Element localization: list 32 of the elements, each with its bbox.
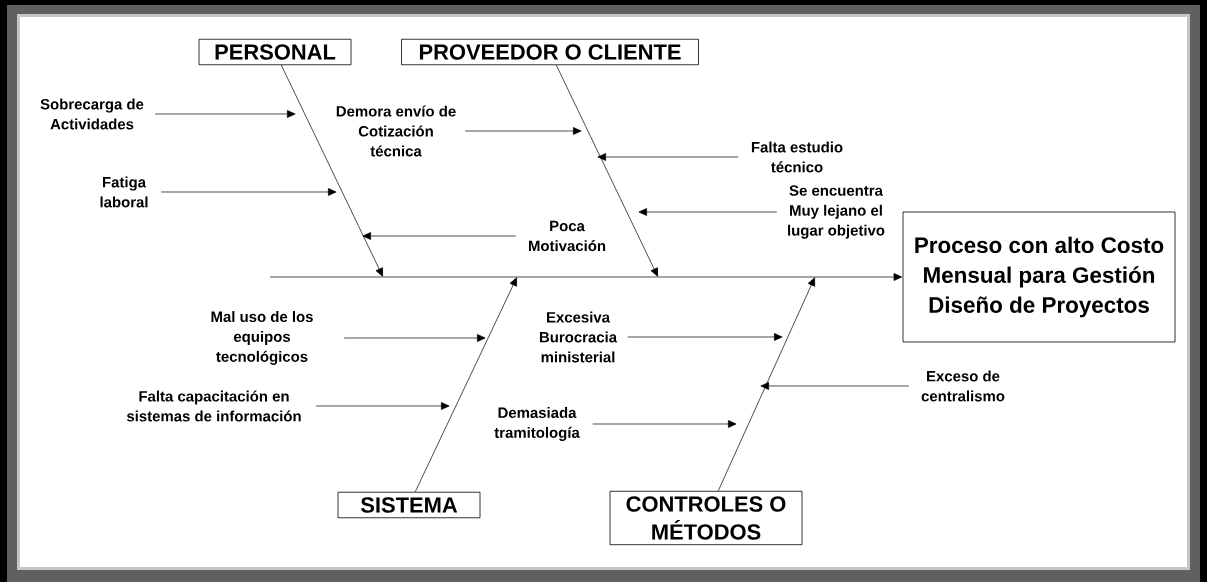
arrow [343, 334, 486, 342]
bone-arrow [280, 64, 383, 277]
category-box: SISTEMA [337, 491, 481, 519]
category-box: PROVEEDOR O CLIENTE [401, 38, 699, 66]
arrow [627, 333, 783, 341]
cause-label: Mal uso de los equipos tecnológicos [211, 311, 313, 365]
arrow [154, 110, 296, 118]
arrow [362, 232, 517, 240]
cause-label: Demasiada tramitología [494, 407, 580, 441]
bone-arrow [414, 277, 517, 493]
effect-box: Proceso con alto Costo Mensual para Gestión Diseño de Proyectos [902, 211, 1176, 343]
arrow [160, 188, 337, 196]
cause-label: Excesiva Burocracia ministerial [539, 311, 618, 363]
arrow [592, 420, 737, 428]
arrow [597, 153, 739, 161]
cause-label: Falta estudio técnico [751, 141, 843, 173]
arrow [315, 402, 450, 410]
cause-label: Exceso de centralismo [921, 370, 1005, 402]
bone-arrow [717, 277, 815, 492]
cause-label: Se encuentra Muy lejano el lugar objetivo [788, 185, 885, 239]
cause-label: Poca Motivación [529, 220, 606, 252]
bone-arrow [555, 64, 658, 277]
arrow [760, 382, 910, 390]
spine-arrow [269, 273, 903, 281]
arrow [464, 127, 582, 135]
cause-label: Sobrecarga de Actividades [40, 98, 144, 130]
category-box: PERSONAL [198, 38, 352, 66]
arrow [638, 208, 778, 216]
cause-label: Demora envío de Cotización técnica [336, 105, 456, 157]
category-box: CONTROLES O MÉTODOS [609, 490, 803, 546]
cause-label: Falta capacitación en sistemas de información [126, 390, 301, 422]
cause-label: Fatiga laboral [100, 176, 148, 208]
